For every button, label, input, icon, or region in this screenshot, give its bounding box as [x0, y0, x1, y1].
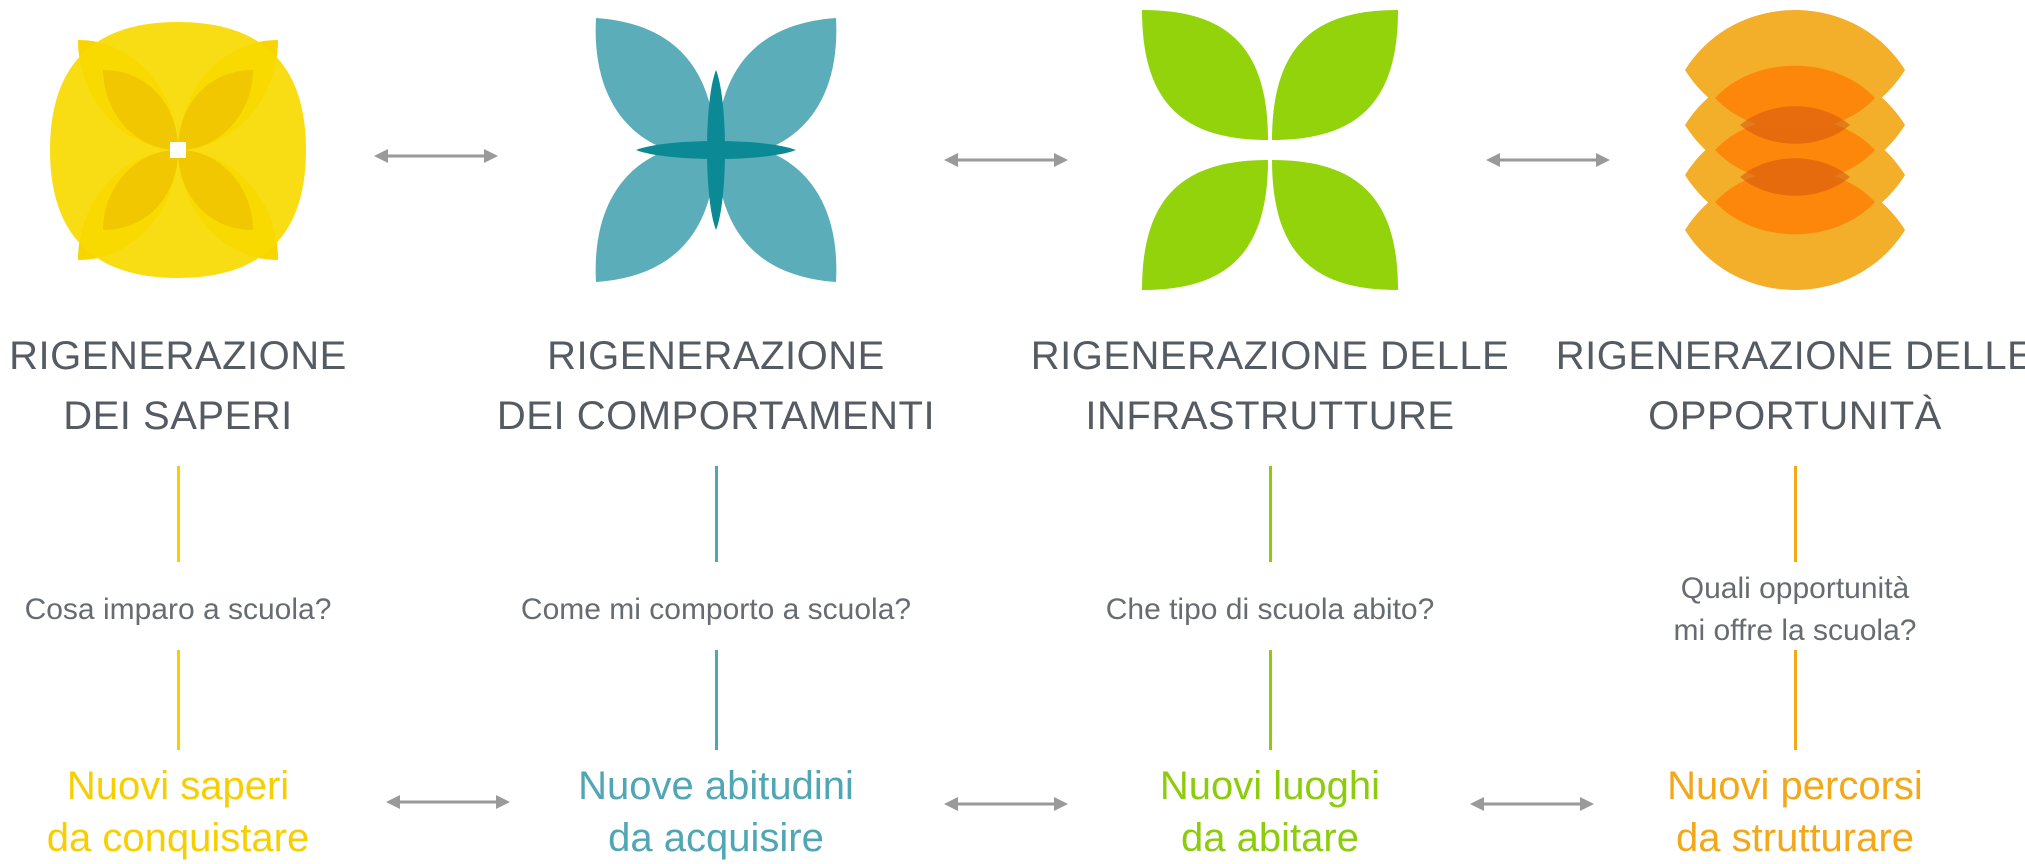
pillar-saperi: RIGENERAZIONE DEI SAPERI Cosa imparo a s…	[0, 0, 418, 860]
connector-line	[1269, 650, 1272, 750]
double-arrow-icon	[944, 794, 1068, 814]
pillar-result: Nuovi percorsi da strutturare	[1667, 764, 1923, 860]
pillar-opportunita: RIGENERAZIONE DELLE OPPORTUNITÀ Quali op…	[1555, 0, 2025, 860]
pillar-result: Nuovi saperi da conquistare	[46, 764, 310, 860]
double-arrow-icon	[1486, 150, 1610, 170]
pillar-question: Che tipo di scuola abito?	[1105, 593, 1435, 626]
pillar-title: RIGENERAZIONE DEI COMPORTAMENTI	[496, 334, 936, 438]
green-four-leaf-icon	[1120, 0, 1420, 300]
connector-line	[177, 650, 180, 750]
pillar-result: Nuove abitudini da acquisire	[578, 764, 854, 860]
orange-stacked-petals-icon	[1645, 0, 1945, 300]
double-arrow-icon	[374, 146, 498, 166]
double-arrow-icon	[386, 792, 510, 812]
pillar-title: RIGENERAZIONE DELLE OPPORTUNITÀ	[1555, 334, 2025, 438]
connector-line	[177, 466, 180, 562]
double-arrow-icon	[1470, 794, 1594, 814]
connector-line	[715, 466, 718, 562]
pillar-comportamenti: RIGENERAZIONE DEI COMPORTAMENTI Come mi …	[476, 0, 956, 860]
pillar-question: Quali opportunità mi offre la scuola?	[1673, 572, 1917, 647]
double-arrow-icon	[944, 150, 1068, 170]
pillar-result: Nuovi luoghi da abitare	[1159, 764, 1381, 860]
pillar-infrastrutture: RIGENERAZIONE DELLE INFRASTRUTTURE Che t…	[1030, 0, 1510, 860]
connector-line	[1794, 466, 1797, 562]
pillar-title: RIGENERAZIONE DELLE INFRASTRUTTURE	[1030, 334, 1510, 438]
pillar-question: Come mi comporto a scuola?	[520, 593, 912, 626]
teal-four-petal-clover-icon	[566, 0, 866, 300]
connector-line	[1794, 650, 1797, 750]
yellow-four-petal-flower-icon	[28, 0, 328, 300]
connector-line	[1269, 466, 1272, 562]
connector-line	[715, 650, 718, 750]
pillar-title: RIGENERAZIONE DEI SAPERI	[9, 334, 347, 438]
pillar-question: Cosa imparo a scuola?	[24, 593, 332, 626]
